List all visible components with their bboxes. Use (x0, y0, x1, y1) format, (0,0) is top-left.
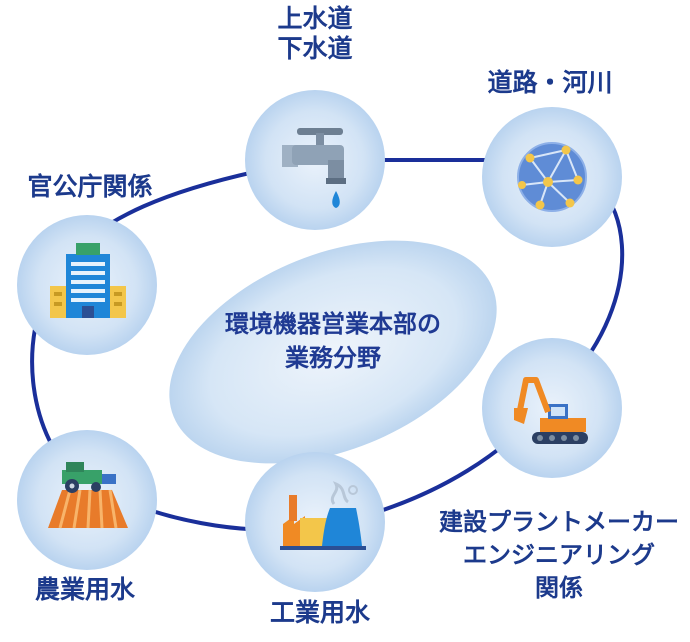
center-bubble (169, 240, 497, 464)
label-agri: 農業用水 (34, 575, 135, 604)
faucet-icon (282, 128, 346, 208)
label-construction: 建設プラントメーカー エンジニアリング 関係 (428, 506, 690, 605)
center-title: 環境機器営業本部の 業務分野 (183, 307, 483, 375)
network-globe-icon (517, 142, 587, 212)
label-water-line1: 上水道 (277, 4, 353, 33)
excavator-icon (514, 377, 588, 444)
label-construction-line3: 関係 (535, 574, 583, 602)
label-water-line2: 下水道 (277, 34, 353, 63)
factory-icon (280, 481, 366, 550)
office-building-icon (50, 243, 126, 318)
label-road: 道路・河川 (487, 68, 613, 97)
tractor-field-icon (48, 462, 128, 529)
label-construction-line1: 建設プラントメーカー (439, 508, 679, 536)
center-line2: 業務分野 (285, 344, 381, 372)
label-gov: 官公庁関係 (27, 172, 153, 201)
label-construction-line2: エンジニアリング (463, 541, 655, 569)
center-line1: 環境機器営業本部の (225, 310, 441, 338)
label-water: 上水道 下水道 (255, 4, 375, 64)
label-industry: 工業用水 (269, 598, 370, 627)
